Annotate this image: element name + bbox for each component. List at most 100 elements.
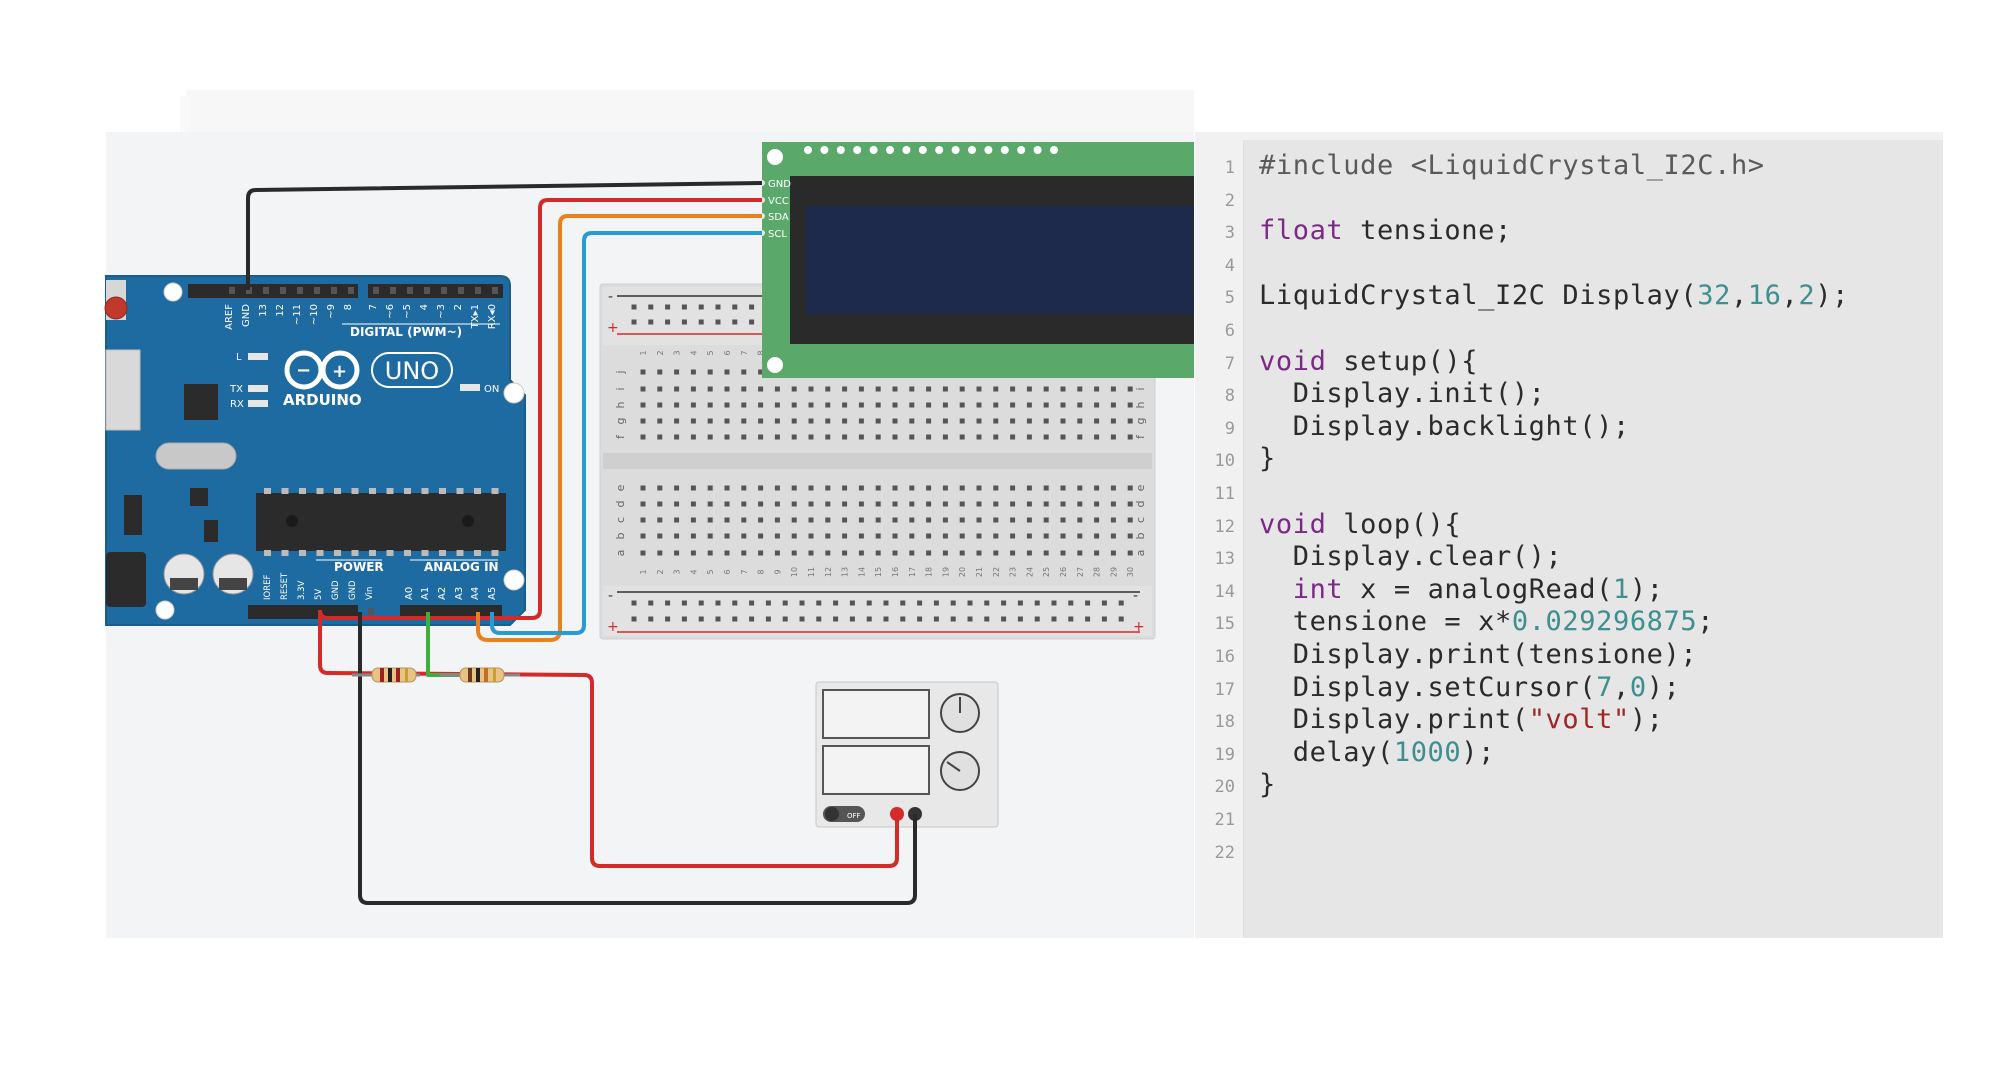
breadboard-hole[interactable] [909,517,915,523]
breadboard-hole[interactable] [1068,600,1074,606]
breadboard-hole[interactable] [741,418,747,424]
breadboard-hole[interactable] [732,304,738,310]
breadboard-hole[interactable] [657,386,663,392]
breadboard-hole[interactable] [825,434,831,440]
breadboard-hole[interactable] [842,485,848,491]
breadboard-hole[interactable] [1085,600,1091,606]
breadboard-hole[interactable] [926,501,932,507]
breadboard-hole[interactable] [984,600,990,606]
breadboard-hole[interactable] [1026,485,1032,491]
breadboard-hole[interactable] [942,501,948,507]
breadboard-hole[interactable] [640,434,646,440]
breadboard-hole[interactable] [926,402,932,408]
breadboard-hole[interactable] [808,485,814,491]
breadboard-hole[interactable] [724,501,730,507]
breadboard-hole[interactable] [791,386,797,392]
breadboard-hole[interactable] [842,533,848,539]
breadboard-hole[interactable] [1043,386,1049,392]
breadboard-hole[interactable] [909,418,915,424]
breadboard-hole[interactable] [1026,501,1032,507]
breadboard-hole[interactable] [791,485,797,491]
breadboard-hole[interactable] [774,386,780,392]
breadboard-hole[interactable] [657,533,663,539]
breadboard-hole[interactable] [950,600,956,606]
breadboard-hole[interactable] [858,485,864,491]
code-line[interactable]: Display.backlight(); [1259,411,1630,442]
breadboard-hole[interactable] [657,369,663,375]
breadboard-hole[interactable] [1010,386,1016,392]
breadboard-hole[interactable] [1010,402,1016,408]
breadboard-hole[interactable] [842,501,848,507]
code-line[interactable]: tensione = x*0.029296875; [1259,606,1714,637]
breadboard-hole[interactable] [993,386,999,392]
breadboard-hole[interactable] [724,533,730,539]
breadboard-hole[interactable] [849,616,855,622]
breadboard-hole[interactable] [875,517,881,523]
breadboard-hole[interactable] [993,485,999,491]
breadboard-hole[interactable] [825,386,831,392]
breadboard-hole[interactable] [774,550,780,556]
breadboard-hole[interactable] [1017,616,1023,622]
breadboard-hole[interactable] [900,616,906,622]
breadboard-hole[interactable] [1010,550,1016,556]
breadboard-hole[interactable] [849,600,855,606]
breadboard-hole[interactable] [732,319,738,325]
breadboard-hole[interactable] [816,616,822,622]
breadboard-hole[interactable] [690,434,696,440]
breadboard-hole[interactable] [825,550,831,556]
breadboard-hole[interactable] [976,501,982,507]
breadboard-hole[interactable] [741,501,747,507]
breadboard-hole[interactable] [715,304,721,310]
breadboard-hole[interactable] [875,418,881,424]
breadboard-hole[interactable] [758,533,764,539]
breadboard-hole[interactable] [825,501,831,507]
breadboard-hole[interactable] [933,600,939,606]
breadboard-hole[interactable] [892,418,898,424]
breadboard-hole[interactable] [782,616,788,622]
breadboard-hole[interactable] [791,402,797,408]
code-line[interactable]: int x = analogRead(1); [1259,574,1664,605]
breadboard-hole[interactable] [1017,600,1023,606]
breadboard-hole[interactable] [749,319,755,325]
breadboard-hole[interactable] [875,434,881,440]
breadboard-hole[interactable] [858,517,864,523]
breadboard-hole[interactable] [758,550,764,556]
breadboard-hole[interactable] [892,434,898,440]
wire-sda-lcd[interactable] [476,214,762,642]
breadboard-hole[interactable] [665,304,671,310]
breadboard-hole[interactable] [799,616,805,622]
breadboard-hole[interactable] [674,434,680,440]
breadboard-hole[interactable] [707,550,713,556]
breadboard-hole[interactable] [698,600,704,606]
breadboard-hole[interactable] [741,386,747,392]
breadboard-hole[interactable] [707,386,713,392]
breadboard-hole[interactable] [892,386,898,392]
breadboard-hole[interactable] [758,517,764,523]
breadboard-hole[interactable] [741,369,747,375]
breadboard-hole[interactable] [640,369,646,375]
breadboard-hole[interactable] [842,517,848,523]
breadboard-hole[interactable] [749,616,755,622]
code-line[interactable]: #include <LiquidCrystal_I2C.h> [1259,150,1765,181]
breadboard-hole[interactable] [1094,386,1100,392]
code-line[interactable]: Display.setCursor(7,0); [1259,672,1680,703]
breadboard-hole[interactable] [858,418,864,424]
breadboard-hole[interactable] [1085,616,1091,622]
breadboard-hole[interactable] [892,533,898,539]
wire-black-power[interactable] [358,612,917,905]
breadboard-hole[interactable] [808,517,814,523]
breadboard-hole[interactable] [1010,501,1016,507]
breadboard-hole[interactable] [875,501,881,507]
breadboard-hole[interactable] [993,550,999,556]
breadboard-hole[interactable] [1060,533,1066,539]
breadboard-hole[interactable] [681,600,687,606]
breadboard-hole[interactable] [1043,434,1049,440]
breadboard-hole[interactable] [967,600,973,606]
breadboard-hole[interactable] [640,501,646,507]
breadboard-hole[interactable] [724,485,730,491]
breadboard-hole[interactable] [724,550,730,556]
breadboard-hole[interactable] [909,434,915,440]
breadboard-hole[interactable] [791,418,797,424]
breadboard-hole[interactable] [741,485,747,491]
breadboard-hole[interactable] [1060,386,1066,392]
